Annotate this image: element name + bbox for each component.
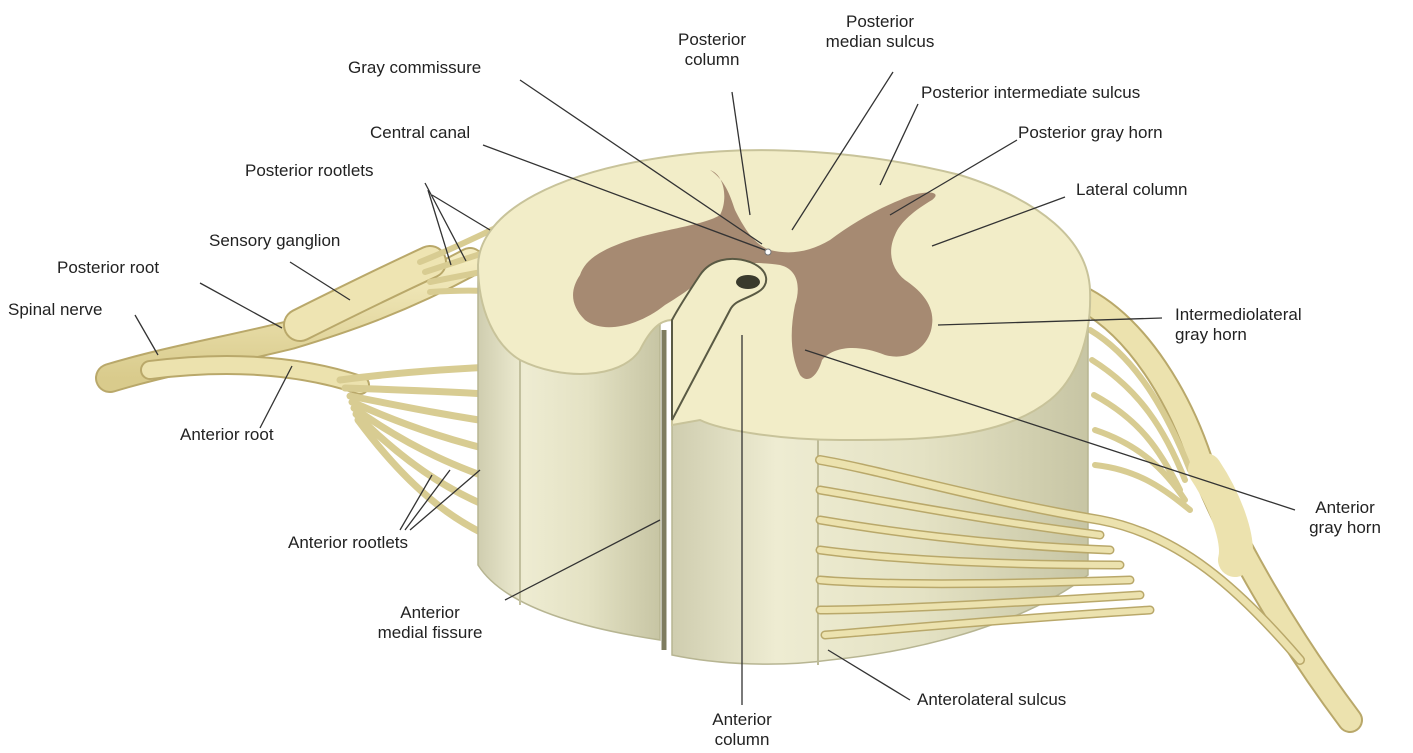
label-gray-commissure: Gray commissure: [348, 58, 481, 78]
label-line: Posterior: [662, 30, 762, 50]
label-central-canal: Central canal: [370, 123, 470, 143]
label-line: Anterior: [1290, 498, 1400, 518]
label-line: Intermediolateral: [1175, 305, 1302, 325]
label-sensory-ganglion: Sensory ganglion: [209, 231, 340, 251]
label-spinal-nerve: Spinal nerve: [8, 300, 103, 320]
label-posterior-root: Posterior root: [57, 258, 159, 278]
label-lateral-column: Lateral column: [1076, 180, 1188, 200]
label-line: gray horn: [1175, 325, 1302, 345]
label-posterior-intermediate-sulcus: Posterior intermediate sulcus: [921, 83, 1140, 103]
label-line: Anterior: [682, 710, 802, 730]
label-line: Anterior: [355, 603, 505, 623]
label-posterior-median-sulcus: Posterior median sulcus: [815, 12, 945, 52]
label-anterior-medial-fissure: Anterior medial fissure: [355, 603, 505, 643]
label-anterior-root: Anterior root: [180, 425, 274, 445]
label-line: median sulcus: [815, 32, 945, 52]
label-line: Posterior: [815, 12, 945, 32]
label-line: medial fissure: [355, 623, 505, 643]
left-spinal-nerve: [110, 226, 525, 548]
label-posterior-column: Posterior column: [662, 30, 762, 70]
label-anterolateral-sulcus: Anterolateral sulcus: [917, 690, 1066, 710]
label-anterior-column: Anterior column: [682, 710, 802, 750]
label-anterior-rootlets: Anterior rootlets: [288, 533, 408, 553]
label-line: column: [682, 730, 802, 750]
label-line: column: [662, 50, 762, 70]
label-posterior-gray-horn: Posterior gray horn: [1018, 123, 1163, 143]
label-posterior-rootlets: Posterior rootlets: [245, 161, 374, 181]
label-anterior-gray-horn: Anterior gray horn: [1290, 498, 1400, 538]
label-line: gray horn: [1290, 518, 1400, 538]
label-intermediolateral-gray-horn: Intermediolateral gray horn: [1175, 305, 1302, 345]
